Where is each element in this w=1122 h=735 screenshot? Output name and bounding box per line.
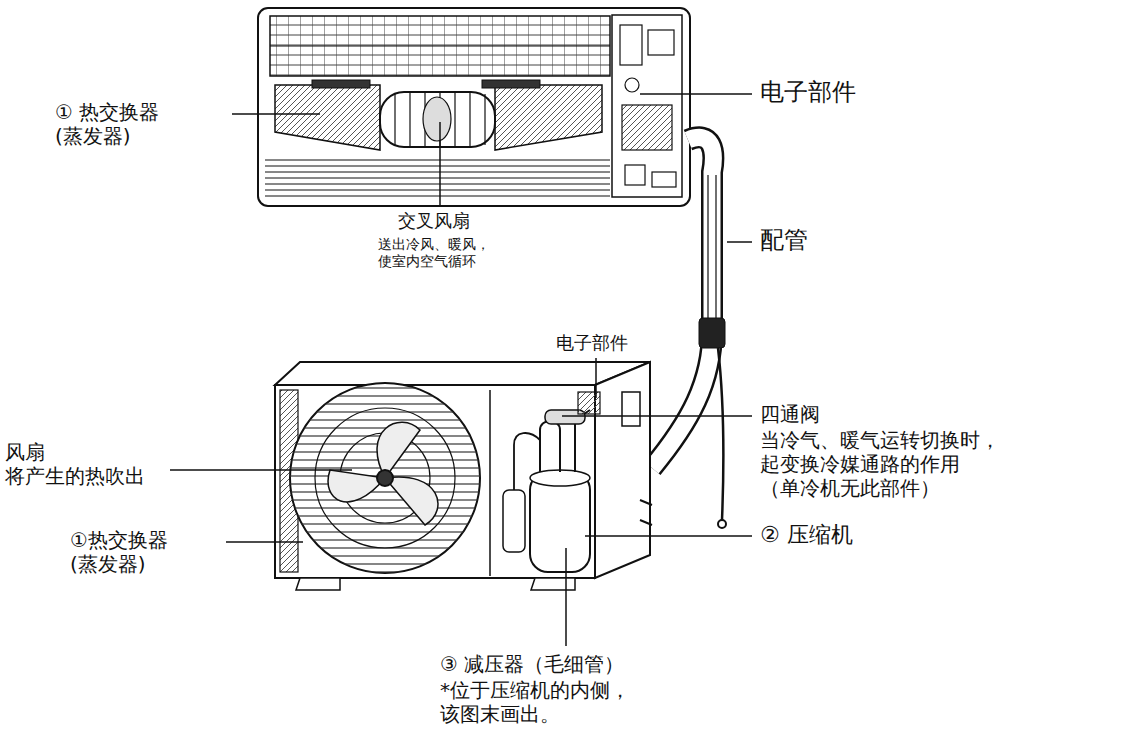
leader-line [232, 113, 320, 115]
part-note: *位于压缩机的内侧， 该图末画出。 [440, 678, 720, 726]
leader-line [562, 415, 752, 417]
part-label: 四通阀 [760, 402, 820, 426]
leader-line [640, 93, 752, 95]
leader-line [439, 122, 441, 205]
part-label: 风扇 将产生的热吹出 [5, 440, 165, 488]
part-label: ①热交换器 (蒸发器) [70, 528, 220, 576]
leader-line [585, 535, 752, 537]
part-label: 交叉风扇 [398, 210, 470, 232]
leader-line [565, 548, 567, 646]
indoor-unit [258, 8, 690, 206]
part-label: 电子部件 [556, 332, 628, 354]
part-note: 当冷气、暖气运转切换时， 起变换冷媒通路的作用 （单冷机无此部件） [760, 428, 1030, 500]
part-label: 电子部件 [760, 78, 856, 107]
part-label: 配管 [760, 226, 808, 255]
leader-line [727, 241, 752, 243]
part-label: ③ 减压器（毛细管） [440, 652, 624, 676]
part-label: ① 热交换器 (蒸发器) [55, 100, 225, 148]
part-label: ② 压缩机 [760, 522, 853, 548]
part-note: 送出冷风、暖风， 使室内空气循环 [378, 236, 503, 270]
leader-line [170, 469, 352, 471]
leader-line [226, 541, 303, 543]
leader-line [595, 358, 597, 398]
piping [652, 137, 726, 528]
